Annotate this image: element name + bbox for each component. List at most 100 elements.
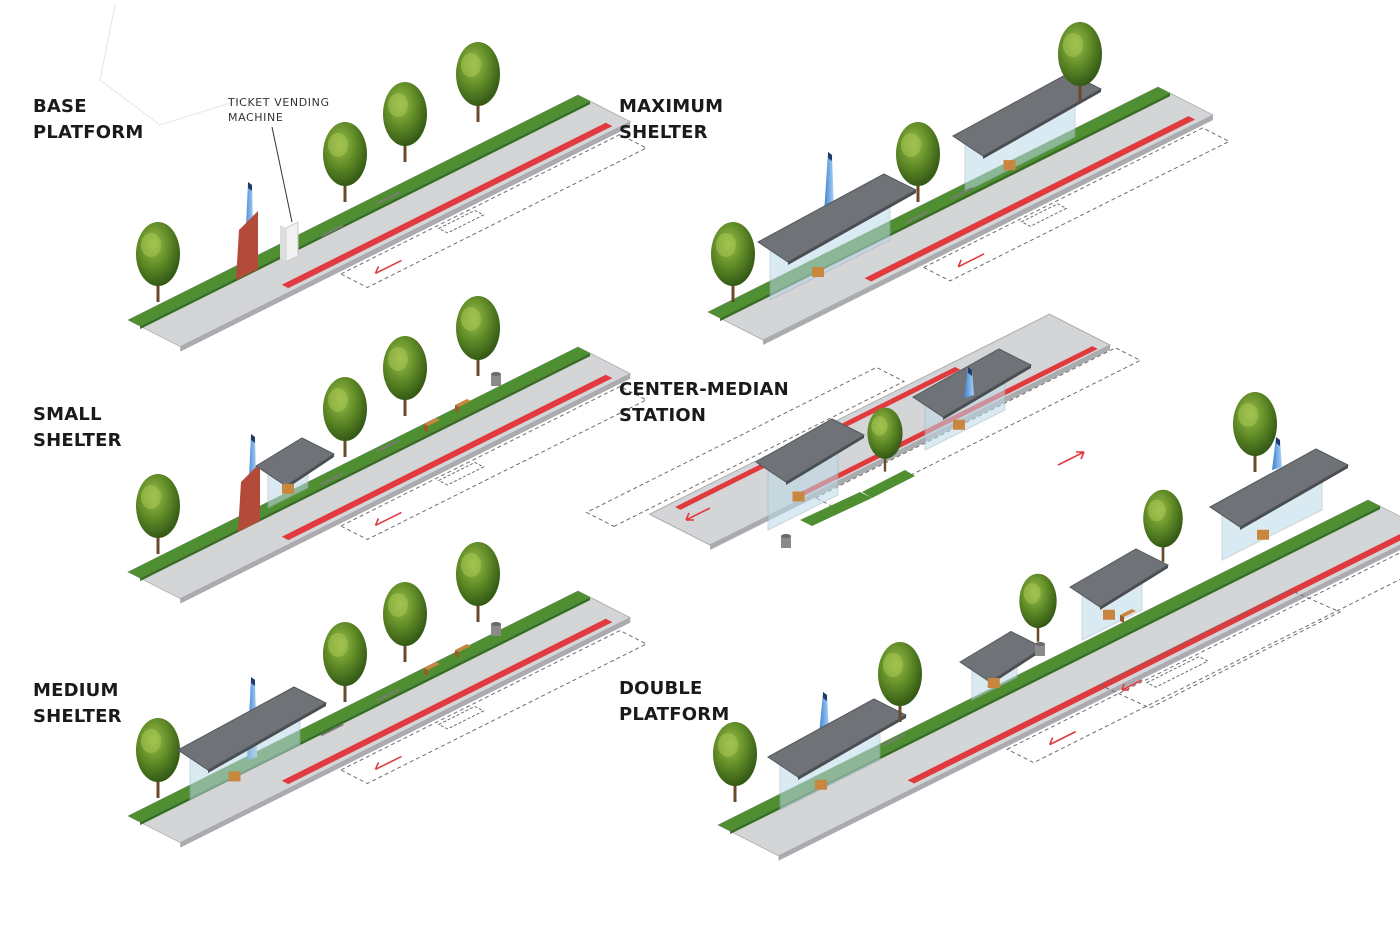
label-line: SHELTER bbox=[33, 704, 122, 730]
callout-leader-line bbox=[272, 127, 292, 222]
grass-edge bbox=[140, 353, 590, 581]
tree-foliage bbox=[896, 122, 940, 186]
label-line: SHELTER bbox=[33, 428, 122, 454]
label-line: STATION bbox=[619, 403, 789, 429]
panel-maximum-shelter bbox=[708, 22, 1229, 345]
tree-foliage bbox=[1058, 22, 1102, 86]
tree-highlight bbox=[388, 347, 408, 371]
tree-highlight bbox=[328, 388, 348, 412]
direction-arrow-east bbox=[1058, 452, 1084, 465]
tree-highlight bbox=[141, 233, 161, 257]
trash-lid bbox=[781, 534, 791, 538]
label-center-median-station: CENTER-MEDIAN STATION bbox=[619, 377, 789, 429]
panel-base-platform bbox=[128, 42, 646, 352]
panel-center-median-station bbox=[587, 314, 1141, 550]
tree-foliage bbox=[456, 542, 500, 606]
tree-highlight bbox=[716, 233, 736, 257]
shelter-bench bbox=[793, 492, 805, 502]
label-line: DOUBLE bbox=[619, 676, 729, 702]
tree-foliage bbox=[1143, 490, 1183, 548]
tree-foliage bbox=[323, 622, 367, 686]
grass-island bbox=[862, 470, 915, 498]
tree-highlight bbox=[388, 93, 408, 117]
trash-lid bbox=[491, 622, 501, 626]
label-line: PLATFORM bbox=[33, 120, 143, 146]
label-double-platform: DOUBLE PLATFORM bbox=[619, 676, 729, 728]
tree-highlight bbox=[871, 416, 887, 435]
tree-foliage bbox=[1233, 392, 1277, 456]
direction-arrow bbox=[375, 260, 401, 273]
shelter-bench bbox=[1257, 530, 1269, 540]
shelter-bench bbox=[953, 420, 965, 430]
grass-strip bbox=[128, 347, 590, 578]
label-line: MEDIUM bbox=[33, 678, 122, 704]
tree-highlight bbox=[1238, 403, 1258, 427]
label-line: BASE bbox=[33, 94, 143, 120]
direction-arrow bbox=[375, 756, 401, 769]
callout-line: MACHINE bbox=[228, 110, 330, 125]
tree-foliage bbox=[456, 42, 500, 106]
callout-ticket-vending-machine: TICKET VENDING MACHINE bbox=[228, 95, 330, 125]
platform-paving bbox=[128, 591, 630, 843]
label-base-platform: BASE PLATFORM bbox=[33, 94, 143, 146]
trash-lid bbox=[491, 372, 501, 376]
tree-highlight bbox=[461, 307, 481, 331]
tree-foliage bbox=[1019, 574, 1056, 628]
platform-paving bbox=[128, 95, 630, 347]
tree-foliage bbox=[323, 122, 367, 186]
shelter-bench bbox=[1103, 610, 1115, 620]
label-line: CENTER-MEDIAN bbox=[619, 377, 789, 403]
tree-highlight bbox=[461, 553, 481, 577]
shelter-bench bbox=[282, 484, 294, 494]
shelter-bench bbox=[229, 771, 241, 781]
tree-highlight bbox=[388, 593, 408, 617]
accent-panel bbox=[238, 463, 260, 532]
trash-lid bbox=[1035, 642, 1045, 646]
tree-highlight bbox=[718, 733, 738, 757]
platform-paving bbox=[128, 347, 630, 599]
label-line: PLATFORM bbox=[619, 702, 729, 728]
direction-arrow bbox=[375, 512, 401, 525]
tree-highlight bbox=[141, 729, 161, 753]
tree-highlight bbox=[901, 133, 921, 157]
tree-highlight bbox=[1148, 500, 1166, 522]
tree-foliage bbox=[713, 722, 757, 786]
tree-highlight bbox=[461, 53, 481, 77]
tree-foliage bbox=[136, 222, 180, 286]
tree-highlight bbox=[883, 653, 903, 677]
label-medium-shelter: MEDIUM SHELTER bbox=[33, 678, 122, 730]
tree-foliage bbox=[136, 474, 180, 538]
direction-arrow bbox=[958, 254, 984, 267]
tree-highlight bbox=[141, 485, 161, 509]
label-maximum-shelter: MAXIMUM SHELTER bbox=[619, 94, 723, 146]
tree-highlight bbox=[1063, 33, 1083, 57]
tree-foliage bbox=[383, 582, 427, 646]
label-small-shelter: SMALL SHELTER bbox=[33, 402, 122, 454]
tree-foliage bbox=[136, 718, 180, 782]
tvm-side bbox=[280, 225, 286, 262]
platform-paving bbox=[708, 87, 1213, 340]
shelter-bench bbox=[1004, 160, 1016, 170]
shelter-bench bbox=[815, 780, 827, 790]
ticket-vending-machine bbox=[286, 222, 298, 262]
panel-small-shelter bbox=[128, 296, 646, 604]
shelter-bench bbox=[812, 267, 824, 277]
tree-highlight bbox=[328, 133, 348, 157]
tree-foliage bbox=[878, 642, 922, 706]
direction-arrow bbox=[1050, 732, 1076, 745]
callout-line: TICKET VENDING bbox=[228, 95, 330, 110]
tree-foliage bbox=[456, 296, 500, 360]
tree-foliage bbox=[383, 336, 427, 400]
platform-paving bbox=[718, 500, 1400, 856]
tree-foliage bbox=[711, 222, 755, 286]
shelter-bench bbox=[988, 678, 1000, 688]
label-line: SHELTER bbox=[619, 120, 723, 146]
tree-foliage bbox=[867, 408, 902, 459]
tree-highlight bbox=[328, 633, 348, 657]
label-line: MAXIMUM bbox=[619, 94, 723, 120]
label-line: SMALL bbox=[33, 402, 122, 428]
tree-highlight bbox=[1024, 583, 1041, 603]
tree-foliage bbox=[323, 377, 367, 441]
grass-edge bbox=[140, 101, 590, 329]
tree-foliage bbox=[383, 82, 427, 146]
